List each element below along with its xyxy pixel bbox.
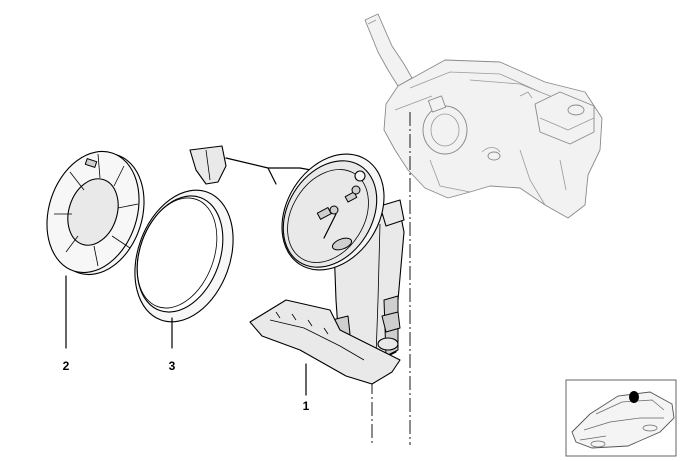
- part-3-seal-ring: [134, 189, 234, 323]
- callout-label-3: 3: [169, 359, 176, 373]
- callout-label-1: 1: [303, 399, 310, 413]
- part-2-cover-ring: [46, 150, 145, 276]
- vehicle-locator-thumbnail: [565, 379, 677, 457]
- fuel-tank-ghost: [364, 13, 603, 219]
- tank-location-marker: [629, 391, 639, 403]
- callout-label-2: 2: [63, 359, 70, 373]
- part-1-fuel-sending-unit: [189, 145, 405, 385]
- flange-connectors: [316, 170, 366, 251]
